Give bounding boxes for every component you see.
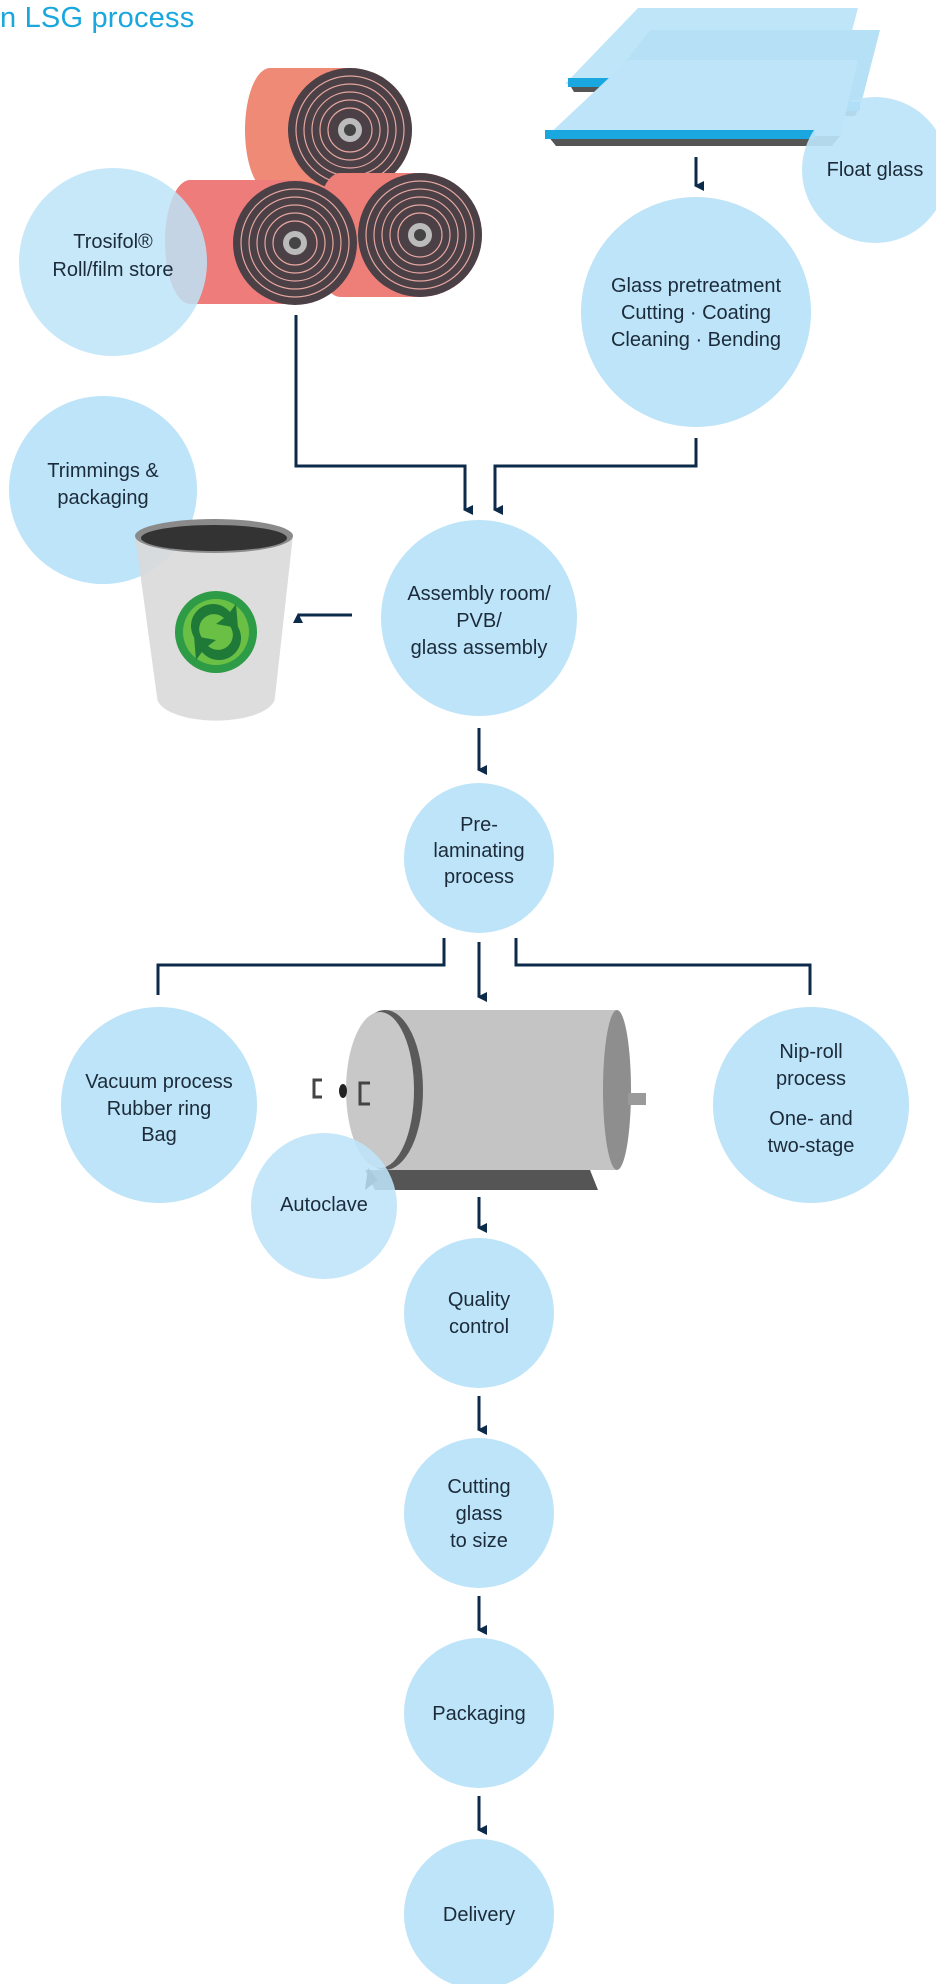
- pretreatment-label-1: Glass pretreatment: [611, 275, 782, 297]
- delivery-label: Delivery: [443, 1904, 515, 1926]
- diagram-title: n LSG process: [0, 2, 195, 34]
- packaging-label: Packaging: [432, 1703, 525, 1725]
- cutting-label-2: glass: [456, 1503, 503, 1525]
- packaging-node: Packaging: [404, 1638, 554, 1788]
- cutting-label-1: Cutting: [447, 1476, 510, 1498]
- assembly-label-1: Assembly room/: [407, 583, 551, 605]
- line-prelaminating-to-vacuum: [156, 938, 446, 995]
- nip-roll-label-4: One- and: [769, 1108, 852, 1130]
- autoclave-label: Autoclave: [280, 1194, 368, 1216]
- delivery-node: Delivery: [404, 1839, 554, 1984]
- film-rolls-icon: [165, 68, 482, 305]
- recycle-bin-icon: [135, 519, 293, 721]
- prelaminating-label-1: Pre-: [460, 814, 498, 836]
- nip-roll-node: Nip-roll process One- and two-stage: [713, 1007, 909, 1203]
- autoclave-node: Autoclave: [251, 1133, 397, 1279]
- nip-roll-label-5: two-stage: [768, 1135, 855, 1157]
- cutting-label-3: to size: [450, 1530, 508, 1552]
- prelaminating-label-2: laminating: [433, 840, 524, 862]
- roll-store-node: Trosifol® Roll/film store: [19, 168, 207, 356]
- roll-store-label-2: Roll/film store: [52, 259, 173, 281]
- nip-roll-label-2: process: [776, 1068, 846, 1090]
- quality-label-2: control: [449, 1316, 509, 1338]
- prelaminating-node: Pre- laminating process: [404, 783, 554, 933]
- line-prelaminating-to-nip-roll: [514, 938, 812, 995]
- prelaminating-label-3: process: [444, 866, 514, 888]
- autoclave-icon: [312, 1010, 646, 1190]
- cutting-node: Cutting glass to size: [404, 1438, 554, 1588]
- assembly-label-2: PVB/: [456, 610, 502, 632]
- trimmings-label-2: packaging: [57, 487, 148, 509]
- pretreatment-label-2: Cutting · Coating: [621, 302, 771, 324]
- vacuum-label-3: Bag: [141, 1124, 177, 1146]
- assembly-node: Assembly room/ PVB/ glass assembly: [381, 520, 577, 716]
- float-glass-label: Float glass: [827, 159, 924, 181]
- vacuum-node: Vacuum process Rubber ring Bag: [61, 1007, 257, 1203]
- float-glass-node: Float glass: [802, 97, 936, 243]
- quality-node: Quality control: [404, 1238, 554, 1388]
- roll-store-label-1: Trosifol®: [73, 231, 153, 253]
- vacuum-label-1: Vacuum process: [85, 1071, 232, 1093]
- quality-label-1: Quality: [448, 1289, 510, 1311]
- arrow-pretreatment-to-assembly: [493, 438, 698, 515]
- trimmings-label-1: Trimmings &: [47, 460, 159, 482]
- nip-roll-label-1: Nip-roll: [779, 1041, 842, 1063]
- assembly-label-3: glass assembly: [411, 637, 548, 659]
- arrow-rolls-to-assembly: [294, 315, 473, 515]
- glass-pretreatment-node: Glass pretreatment Cutting · Coating Cle…: [581, 197, 811, 427]
- vacuum-label-2: Rubber ring: [107, 1098, 212, 1120]
- connectors: [156, 157, 812, 1835]
- glass-panes-icon: [545, 8, 880, 146]
- pretreatment-label-3: Cleaning · Bending: [611, 329, 781, 351]
